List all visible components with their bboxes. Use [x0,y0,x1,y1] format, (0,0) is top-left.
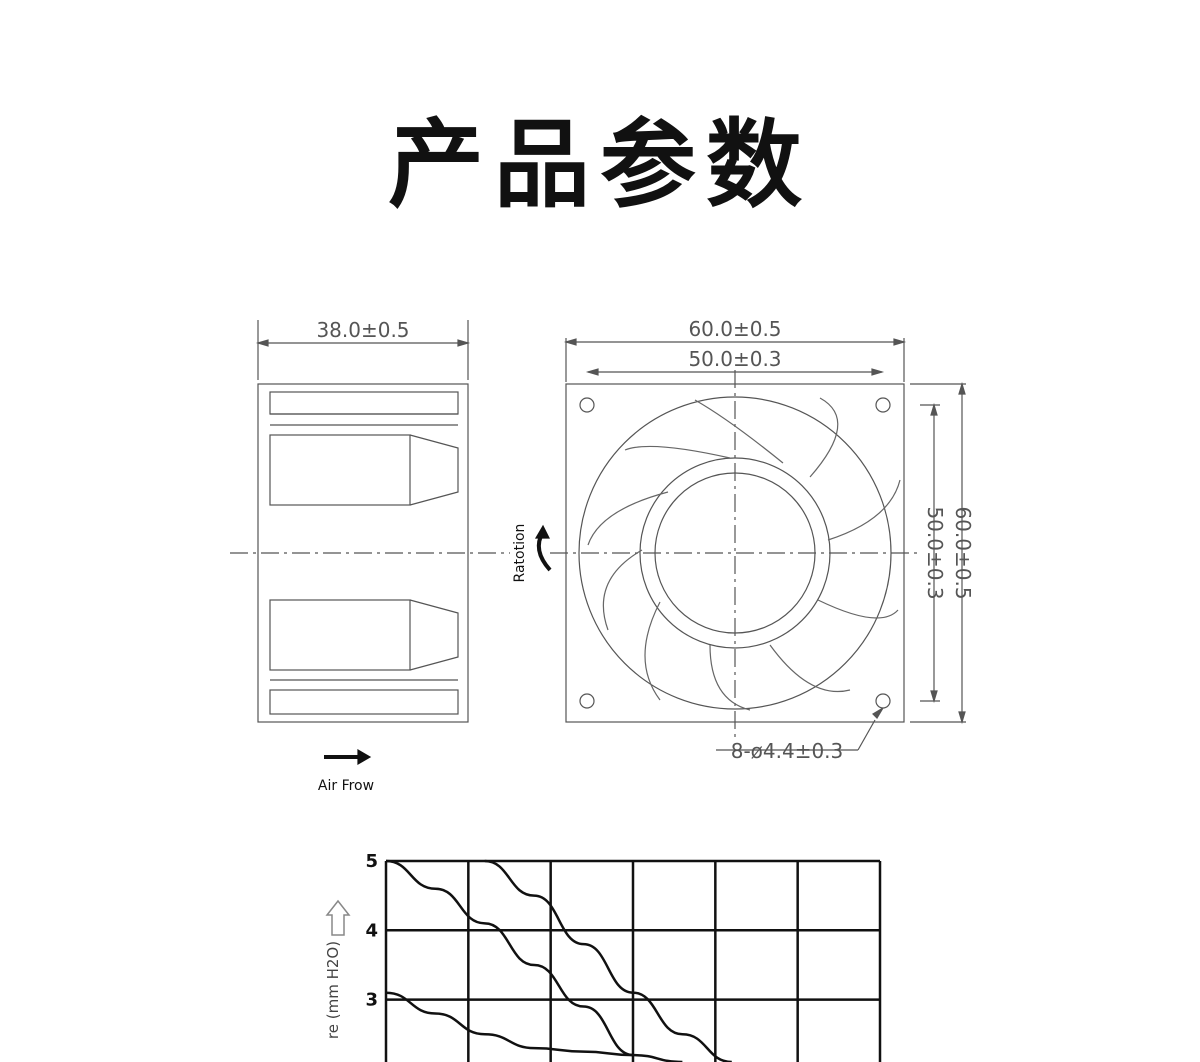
front-hole-spacing-height-dimension: 50.0±0.3 [923,506,947,599]
front-view [550,338,966,751]
up-arrow-icon [325,899,351,936]
pressure-curve-chart: 5 4 3 re (mm H2O) [324,851,882,1062]
airflow-label: Air Frow [318,778,374,794]
front-outer-width-dimension: 60.0±0.5 [688,317,781,341]
y-tick-label: 4 [365,920,378,941]
mounting-holes-dimension: 8-ø4.4±0.3 [731,739,844,763]
page-title: 产品参数 [388,109,812,221]
side-view [230,320,510,723]
series-line-2 [484,859,732,1062]
rotation-label: Ratotion [512,524,528,583]
series-line-1 [385,859,634,1057]
side-width-dimension: 38.0±0.5 [316,318,409,342]
y-tick-label: 5 [365,851,378,872]
fan-dimension-drawing: 38.0±0.5 60.0±0.5 50.0±0.3 50.0±0.3 60.0… [230,317,975,794]
y-tick-label: 3 [365,990,378,1011]
y-axis-label: re (mm H2O) [324,941,342,1039]
front-hole-spacing-dimension: 50.0±0.3 [688,347,781,371]
series-line-3 [385,991,683,1062]
front-outer-height-dimension: 60.0±0.5 [951,506,975,599]
